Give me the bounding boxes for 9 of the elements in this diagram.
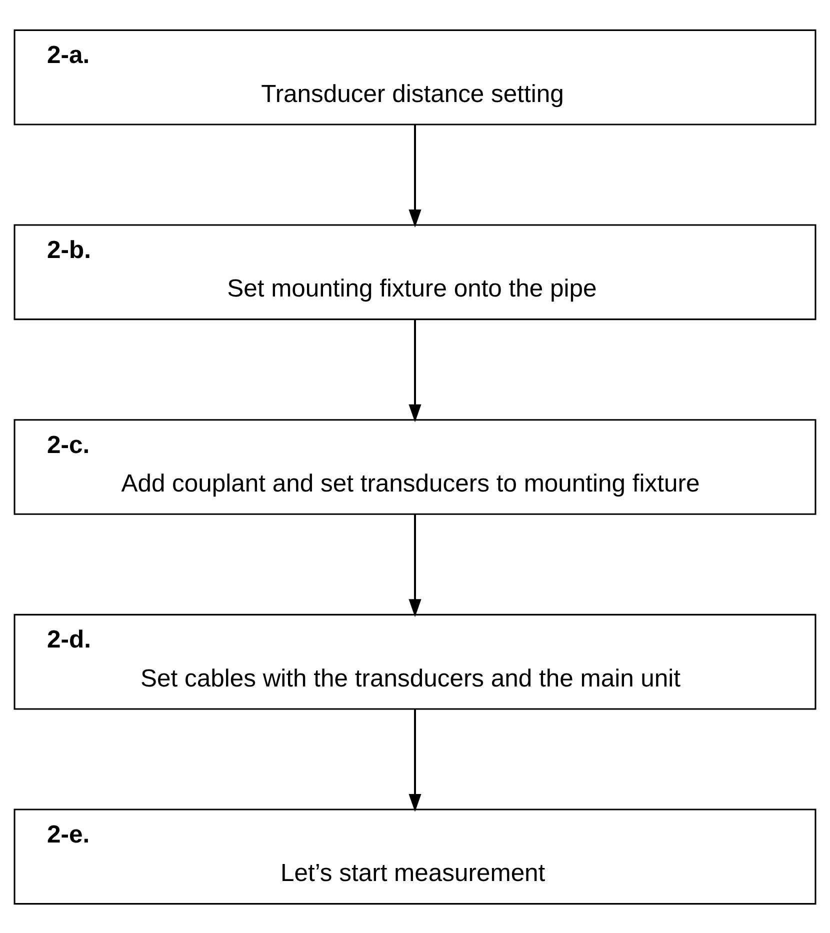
arrow xyxy=(408,708,422,812)
node-box: 2-c. Add couplant and set transducers to mounting fixture xyxy=(14,418,816,514)
node-box: 2-a. Transducer distance setting xyxy=(14,28,816,125)
arrow xyxy=(408,124,422,227)
arrow xyxy=(408,319,422,422)
node-box: 2-b. Set mounting fixture onto the pipe xyxy=(14,224,816,320)
node-box: 2-e. Let’s start measurement xyxy=(14,808,816,904)
arrow xyxy=(408,514,422,617)
node-box: 2-d. Set cables with the transducers and the main unit xyxy=(14,613,816,710)
